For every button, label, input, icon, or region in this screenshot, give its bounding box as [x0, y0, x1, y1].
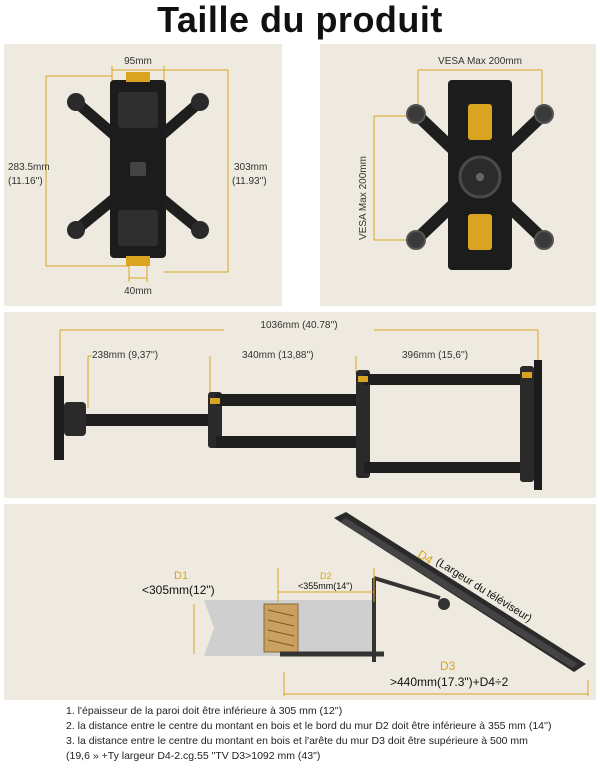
- dim-vesa-top: VESA Max 200mm: [438, 56, 522, 67]
- panel-installation-distances: D1 <305mm(12") D2 <355mm(14") D3 >440mm(…: [4, 504, 596, 700]
- wall-plate-drawing: [45, 66, 229, 282]
- dim-total-length: 1036mm (40.78''): [224, 320, 374, 332]
- dim-segment-3: 396mm (15,6''): [402, 350, 469, 361]
- dim-right-in: (11.93''): [232, 176, 267, 187]
- note-item: 1. l'épaisseur de la paroi doit être inf…: [66, 705, 343, 717]
- installation-drawing: [193, 512, 589, 696]
- installation-notes: 1. l'épaisseur de la paroi doit être inf…: [66, 704, 596, 764]
- dim-bottom-40mm: 40mm: [124, 286, 152, 297]
- vesa-plate-drawing: [373, 69, 554, 270]
- panel-arm-extension: 1036mm (40.78'') 238mm (9,37'') 340mm (1…: [4, 312, 596, 498]
- panel-vesa-plate: VESA Max 200mm VESA Max 200mm: [320, 44, 596, 306]
- dim-left-mm: 283.5mm: [8, 162, 50, 173]
- dim-segment-1: 238mm (9,37''): [92, 350, 159, 361]
- dim-right-mm: 303mm: [234, 162, 268, 173]
- note-item: 3. la distance entre le centre du montan…: [66, 735, 528, 747]
- dim-left-in: (11.16''): [8, 176, 43, 187]
- page-title: Taille du produit: [157, 0, 443, 40]
- d1-value: <305mm(12"): [142, 583, 215, 597]
- d2-label: D2: [320, 571, 332, 581]
- arm-extension-drawing: [54, 329, 542, 490]
- d1-label: D1: [174, 570, 189, 582]
- d3-label: D3: [440, 659, 456, 673]
- dim-top-95mm: 95mm: [124, 56, 152, 67]
- dim-vesa-side: VESA Max 200mm: [358, 156, 369, 240]
- note-item: 2. la distance entre le centre du montan…: [66, 720, 552, 732]
- dim-segment-2: 340mm (13,88''): [242, 350, 314, 361]
- note-item: (19,6 » +Ty largeur D4-2.cg.55 "TV D3>10…: [66, 750, 321, 762]
- panel-wall-plate-front: 95mm 283.5mm (11.16'') 303mm (11.93'') 4…: [4, 44, 282, 306]
- d2-value: <355mm(14"): [298, 581, 353, 591]
- d3-value: >440mm(17.3")+D4÷2: [390, 675, 509, 689]
